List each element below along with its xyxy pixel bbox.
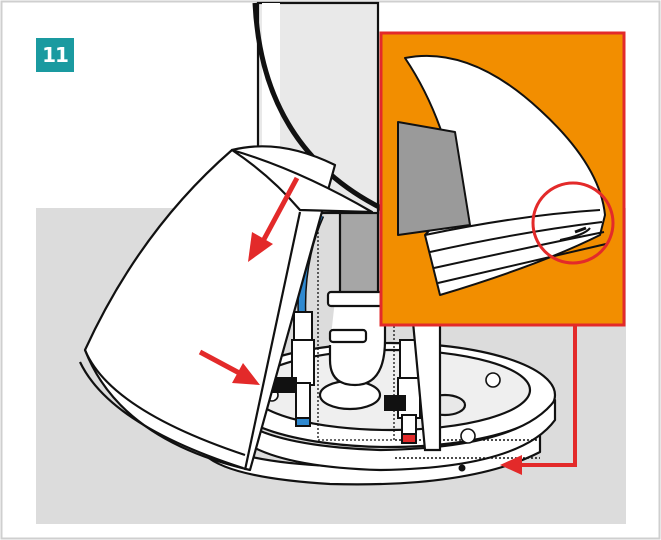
step-number: 11 (42, 43, 69, 67)
step-number-badge: 11 (36, 38, 74, 72)
callout-leader (500, 262, 577, 475)
cold-valve (267, 311, 315, 427)
arrow-remove-cover (248, 176, 300, 262)
magnifier-circle (531, 181, 615, 265)
detail-inset (379, 31, 626, 327)
red-arrows (198, 176, 577, 475)
screw-hole (458, 464, 466, 472)
arrow-valve (198, 349, 260, 385)
cable (252, 2, 387, 213)
hot-valve (384, 339, 421, 444)
step-badge-bg (36, 38, 74, 72)
drain-trap (326, 198, 392, 387)
